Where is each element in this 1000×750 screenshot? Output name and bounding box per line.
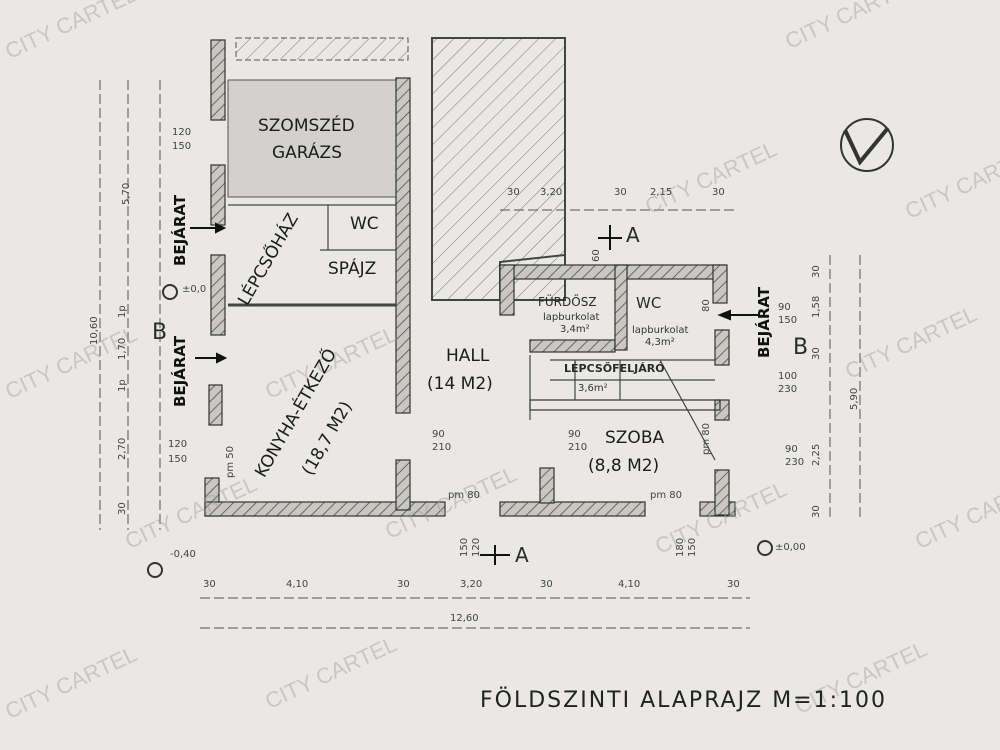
dimension-label: 30	[540, 579, 553, 590]
level-marker-icon	[757, 540, 773, 556]
room-area-hall: (14 M2)	[427, 374, 493, 394]
stairs-area: 3,6m²	[578, 383, 608, 394]
dimension-label: 30	[712, 187, 725, 198]
dimension-label: 5,90	[849, 387, 860, 410]
room-label-wc: WC	[350, 214, 379, 234]
opening-label: 80	[701, 299, 712, 312]
dimension-label: 30	[727, 579, 740, 590]
opening-label: 120	[172, 127, 192, 138]
room-label-pantry: SPÁJZ	[328, 259, 377, 279]
room-label-garage: SZOMSZÉD	[258, 116, 355, 136]
opening-label: 150	[172, 141, 192, 152]
opening-label: 180	[675, 537, 686, 557]
opening-label: 120	[168, 439, 188, 450]
dimension-label: 1,58	[811, 295, 822, 318]
room-label-bath: FÜRDŐSZ	[538, 295, 597, 309]
wc-area: 4,3m²	[645, 337, 675, 348]
opening-label: 210	[432, 442, 452, 453]
opening-label: 90	[568, 429, 581, 440]
opening-label: 210	[568, 442, 588, 453]
room-label-garage: GARÁZS	[272, 143, 342, 163]
dimension-label: 30	[811, 265, 822, 278]
dimension-label: 10,60	[89, 316, 100, 345]
dimension-label: 30	[811, 347, 822, 360]
level-entry: ±0,0	[182, 284, 207, 295]
opening-label: pm 80	[448, 490, 480, 501]
section-mark-b: B	[793, 335, 809, 360]
dimension-total: 12,60	[450, 613, 479, 624]
interior-lines	[228, 204, 716, 461]
opening-label: pm 80	[701, 423, 712, 455]
dimension-label: 2,25	[811, 443, 822, 466]
section-mark-a: A	[626, 223, 640, 247]
room-area-room: (8,8 M2)	[588, 456, 660, 476]
opening-label: 150	[459, 537, 470, 557]
opening-label: 90	[785, 444, 798, 455]
opening-label: 120	[471, 537, 482, 557]
level-outside: -0,40	[170, 549, 196, 560]
neighbor-hatched-top	[235, 37, 409, 61]
opening-label: 60	[591, 249, 602, 262]
entrance-label: BEJÁRAT	[755, 286, 773, 358]
dimension-label: 4,10	[618, 579, 641, 590]
opening-label: pm 80	[650, 490, 682, 501]
dimension-label: 5,70	[121, 182, 132, 205]
entrance-arrows	[190, 222, 760, 565]
opening-label: 100	[778, 371, 798, 382]
dimension-label: 3,20	[540, 187, 563, 198]
opening-label: 150	[778, 315, 798, 326]
dimension-label: 30	[117, 502, 128, 515]
drawing-title: FÖLDSZINTI ALAPRAJZ M=1:100	[480, 688, 888, 713]
room-label-wc-right: WC	[636, 294, 662, 312]
dimension-label: 3,20	[460, 579, 483, 590]
room-label-stairs: LÉPCSŐFELJÁRÓ	[564, 362, 665, 375]
opening-label: pm 50	[225, 446, 236, 478]
dimension-label: 2,15	[650, 187, 673, 198]
level-right: ±0,00	[775, 542, 806, 553]
courtyard-hatched	[431, 37, 566, 301]
dimension-label: 30	[507, 187, 520, 198]
wc-finish: lapburkolat	[632, 325, 689, 336]
dimension-label: 30	[811, 505, 822, 518]
section-mark-b: B	[152, 320, 168, 345]
dimension-label: 30	[614, 187, 627, 198]
walls	[204, 39, 736, 517]
dimension-label: 1p	[117, 305, 128, 318]
opening-label: 90	[432, 429, 445, 440]
dimension-label: 30	[203, 579, 216, 590]
dimension-label: 1p	[117, 379, 128, 392]
dimension-lines	[99, 80, 861, 629]
level-marker-icon	[147, 562, 163, 578]
entrance-label: BEJÁRAT	[171, 194, 189, 266]
north-arrow-icon	[840, 118, 894, 172]
bath-area: 3,4m²	[560, 324, 590, 335]
opening-label: 230	[778, 384, 798, 395]
room-label-room: SZOBA	[605, 428, 665, 448]
opening-label: 230	[785, 457, 805, 468]
level-marker-icon	[162, 284, 178, 300]
dimension-label: 30	[397, 579, 410, 590]
dimension-label: 2,70	[117, 437, 128, 460]
room-label-hall: HALL	[446, 346, 490, 366]
entrance-label: BEJÁRAT	[171, 335, 189, 407]
bath-finish: lapburkolat	[543, 312, 600, 323]
section-mark-a: A	[515, 543, 529, 567]
garage-area	[227, 79, 397, 198]
opening-label: 150	[168, 454, 188, 465]
opening-label: 150	[687, 537, 698, 557]
dimension-label: 1,70	[117, 337, 128, 360]
opening-label: 90	[778, 302, 791, 313]
dimension-label: 4,10	[286, 579, 309, 590]
